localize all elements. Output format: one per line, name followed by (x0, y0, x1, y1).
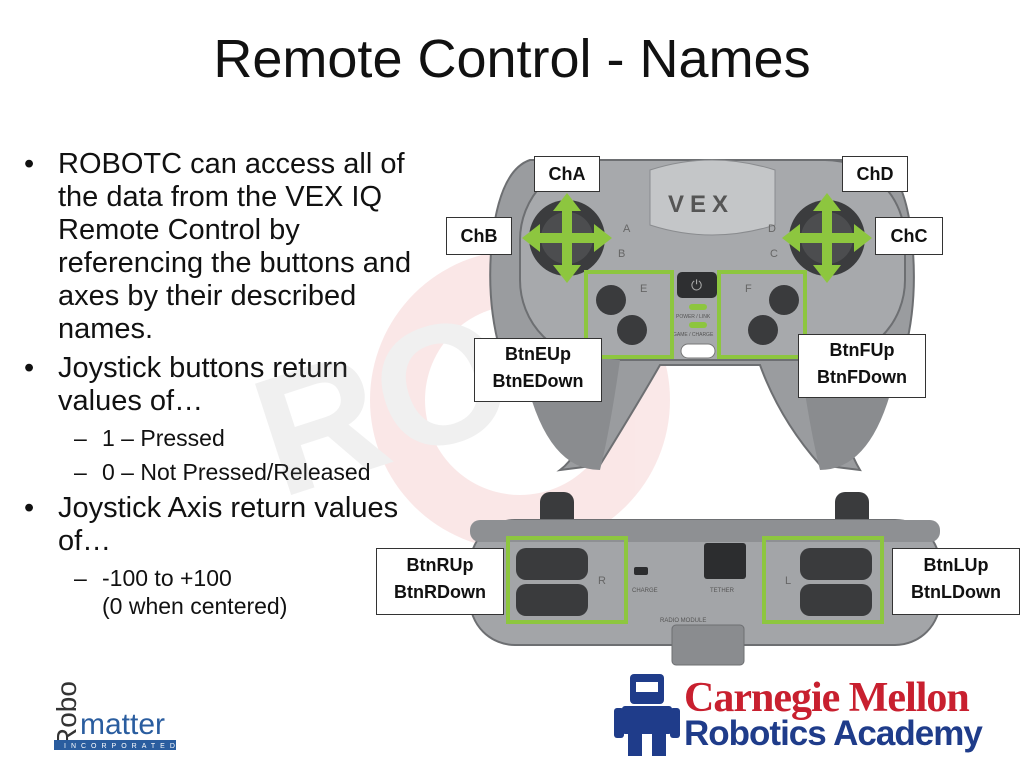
label-btnedown: BtnEDown (492, 371, 584, 391)
svg-text:A: A (623, 223, 631, 235)
label-btnldown: BtnLDown (911, 582, 1001, 602)
svg-text:Robo: Robo (51, 681, 82, 748)
label-btnrup: BtnRUp (406, 555, 474, 575)
svg-text:POWER / LINK: POWER / LINK (676, 314, 711, 320)
svg-text:E: E (640, 283, 647, 295)
controller-front: VEX ⏻ POWER / LINK GAME / CHARGE A B E F… (489, 159, 915, 472)
cmu-robotics-academy-logo: Carnegie Mellon Robotics Academy (612, 670, 992, 760)
bullet-text: Joystick Axis return values of… (58, 492, 399, 557)
slide-title: Remote Control - Names (213, 29, 811, 89)
controller-back: CHARGE TETHER RADIO MODULE R L (469, 492, 941, 666)
sub-item-line: -100 to +100 (102, 565, 232, 591)
bullet-text: Joystick buttons return values of… (58, 352, 349, 417)
cmu-text: Carnegie Mellon (684, 675, 970, 721)
highlight-box-f (717, 270, 807, 359)
bullet-item: ROBOTC can access all of the data from t… (22, 148, 412, 346)
bullet-item: Joystick buttons return values of… 1 – P… (22, 352, 412, 486)
svg-text:matter: matter (80, 708, 165, 741)
label-btne: BtnEUp BtnEDown (474, 338, 602, 402)
svg-text:F: F (745, 283, 752, 295)
label-btneup: BtnEUp (505, 344, 571, 364)
svg-text:L: L (785, 575, 791, 587)
svg-text:D: D (768, 223, 776, 235)
label-chd: ChD (842, 156, 908, 192)
bullet-list: ROBOTC can access all of the data from t… (22, 148, 412, 626)
highlight-box-r (506, 536, 628, 624)
highlight-box-l (762, 536, 884, 624)
label-btnfdown: BtnFDown (817, 367, 907, 387)
label-btnl: BtnLUp BtnLDown (892, 548, 1020, 615)
label-chc: ChC (875, 217, 943, 255)
sub-list: 1 – Pressed 0 – Not Pressed/Released (58, 424, 412, 486)
label-btnr: BtnRUp BtnRDown (376, 548, 504, 615)
svg-text:CHARGE: CHARGE (632, 588, 658, 594)
svg-text:R: R (598, 575, 606, 587)
robotics-academy-text: Robotics Academy (684, 714, 983, 753)
robomatter-logo: Robo matter INCORPORATED (40, 660, 190, 760)
svg-text:GAME / CHARGE: GAME / CHARGE (673, 332, 714, 338)
bullet-text: ROBOTC can access all of the data from t… (58, 148, 412, 345)
sub-list: -100 to +100 (0 when centered) (58, 564, 412, 620)
button-highlights (506, 270, 884, 624)
label-btnfup: BtnFUp (829, 340, 895, 360)
svg-text:B: B (618, 248, 625, 260)
label-btnf: BtnFUp BtnFDown (798, 334, 926, 398)
svg-text:C: C (770, 248, 778, 260)
sub-item: 1 – Pressed (58, 424, 412, 452)
svg-text:INCORPORATED: INCORPORATED (64, 743, 180, 750)
vex-brand-text: VEX (668, 191, 734, 218)
joystick-arrows (522, 193, 872, 283)
sub-item: -100 to +100 (0 when centered) (58, 564, 412, 620)
svg-text:⏻: ⏻ (691, 278, 702, 294)
bullet-item: Joystick Axis return values of… -100 to … (22, 492, 412, 620)
robot-mascot-icon (614, 674, 680, 756)
svg-text:TETHER: TETHER (710, 588, 735, 594)
label-cha: ChA (534, 156, 600, 192)
sub-item-line: (0 when centered) (102, 593, 288, 619)
left-joystick-arrows (522, 193, 612, 283)
label-btnrdown: BtnRDown (394, 582, 486, 602)
svg-text:RADIO MODULE: RADIO MODULE (660, 618, 706, 624)
label-chb: ChB (446, 217, 512, 255)
right-joystick-arrows (782, 193, 872, 283)
highlight-box-e (584, 270, 674, 359)
label-btnlup: BtnLUp (923, 555, 989, 575)
sub-item: 0 – Not Pressed/Released (58, 458, 412, 486)
